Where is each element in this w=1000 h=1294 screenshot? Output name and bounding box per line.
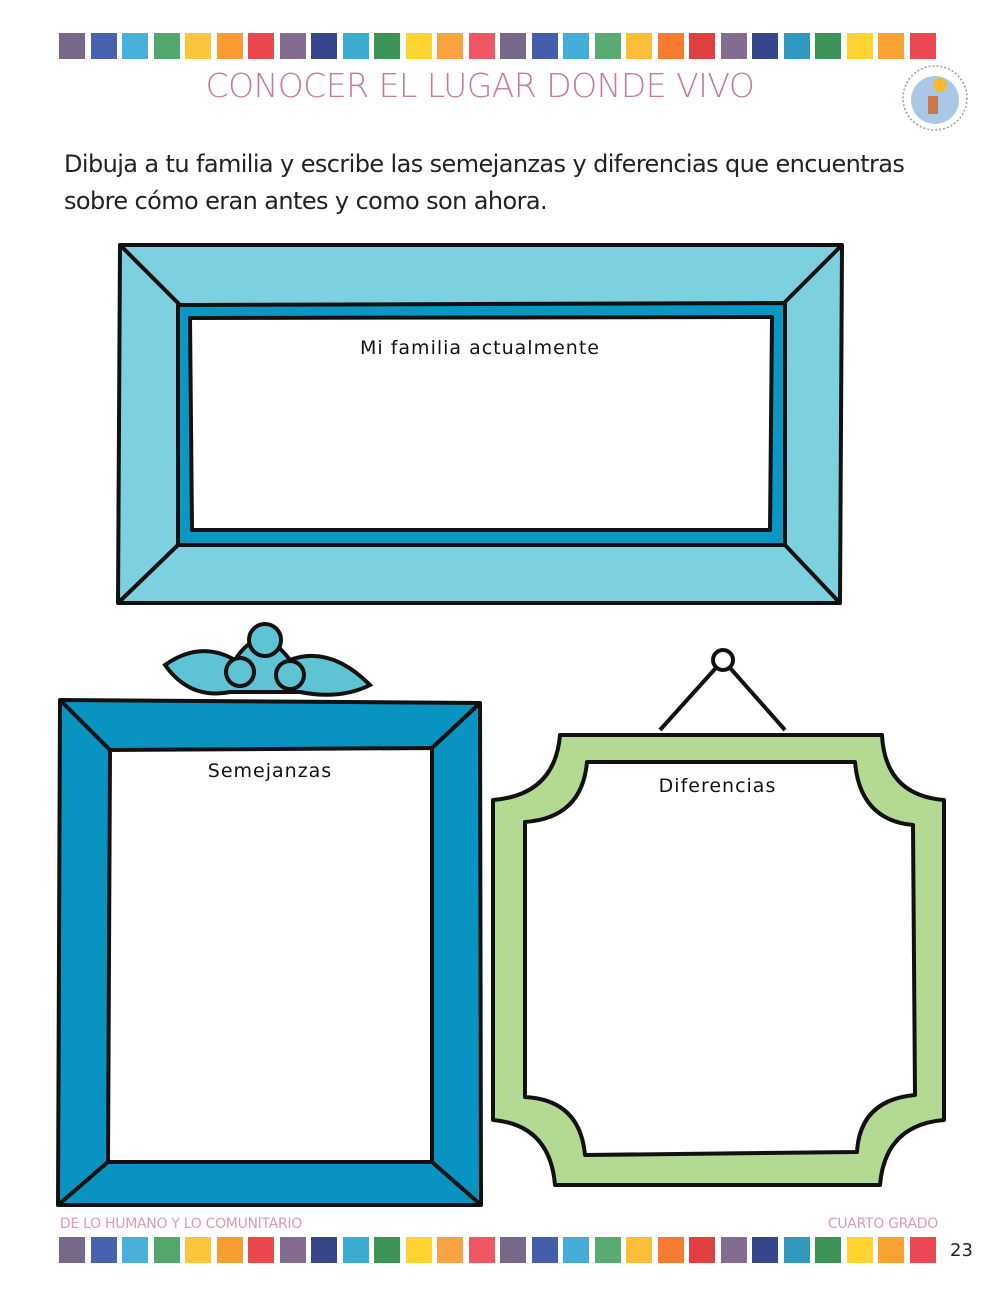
- color-square: [878, 1237, 904, 1263]
- color-square: [846, 1237, 873, 1263]
- color-square: [909, 1237, 936, 1263]
- frame-top-label: Mi familia actualmente: [360, 337, 600, 359]
- color-square: [279, 1237, 306, 1263]
- color-square: [752, 1237, 778, 1263]
- color-square: [626, 33, 652, 59]
- color-square: [311, 1237, 337, 1263]
- color-square: [185, 1237, 211, 1263]
- color-square: [90, 1237, 117, 1263]
- color-square: [720, 33, 747, 59]
- color-square: [216, 33, 243, 59]
- footer-subject: DE LO HUMANO Y LO COMUNITARIO: [60, 1216, 302, 1232]
- color-square: [405, 1237, 432, 1263]
- page-number: 23: [950, 1240, 973, 1261]
- color-square: [248, 33, 274, 59]
- color-square: [909, 33, 936, 59]
- color-square: [783, 1237, 810, 1263]
- color-strip-bottom: [59, 1237, 936, 1263]
- color-square: [59, 1237, 85, 1263]
- frame-left-label: Semejanzas: [207, 760, 333, 782]
- color-square: [90, 33, 117, 59]
- color-square: [122, 1237, 148, 1263]
- color-square: [657, 1237, 684, 1263]
- color-square: [689, 33, 715, 59]
- color-square: [437, 33, 463, 59]
- color-square: [437, 1237, 463, 1263]
- color-square: [153, 33, 180, 59]
- footer-grade: CUARTO GRADO: [827, 1216, 938, 1232]
- color-square: [563, 1237, 589, 1263]
- logo: [902, 65, 968, 131]
- color-square: [783, 33, 810, 59]
- color-square: [342, 33, 369, 59]
- color-square: [374, 1237, 400, 1263]
- color-square: [531, 1237, 558, 1263]
- color-square: [468, 1237, 495, 1263]
- color-square: [185, 33, 211, 59]
- color-square: [878, 33, 904, 59]
- color-square: [720, 1237, 747, 1263]
- color-square: [468, 33, 495, 59]
- color-square: [216, 1237, 243, 1263]
- frame-left: [56, 698, 483, 1207]
- color-square: [563, 33, 589, 59]
- color-square: [815, 33, 841, 59]
- page-title: CONOCER EL LUGAR DONDE VIVO: [205, 66, 755, 105]
- color-square: [815, 1237, 841, 1263]
- color-square: [500, 33, 526, 59]
- color-square: [531, 33, 558, 59]
- color-square: [59, 33, 85, 59]
- frame-right: [491, 648, 946, 1187]
- instructions: Dibuja a tu familia y escribe las semeja…: [64, 150, 905, 215]
- color-square: [626, 1237, 652, 1263]
- color-square: [500, 1237, 526, 1263]
- color-strip-top: [59, 33, 936, 59]
- color-square: [657, 33, 684, 59]
- color-square: [279, 33, 306, 59]
- color-square: [311, 33, 337, 59]
- color-square: [153, 1237, 180, 1263]
- frame-top: [116, 243, 844, 605]
- color-square: [374, 33, 400, 59]
- color-square: [594, 33, 621, 59]
- color-square: [122, 33, 148, 59]
- frame-right-label: Diferencias: [658, 775, 777, 797]
- color-square: [248, 1237, 274, 1263]
- color-square: [405, 33, 432, 59]
- color-square: [689, 1237, 715, 1263]
- color-square: [846, 33, 873, 59]
- frame-ornament: [162, 622, 374, 697]
- color-square: [342, 1237, 369, 1263]
- color-square: [752, 33, 778, 59]
- color-square: [594, 1237, 621, 1263]
